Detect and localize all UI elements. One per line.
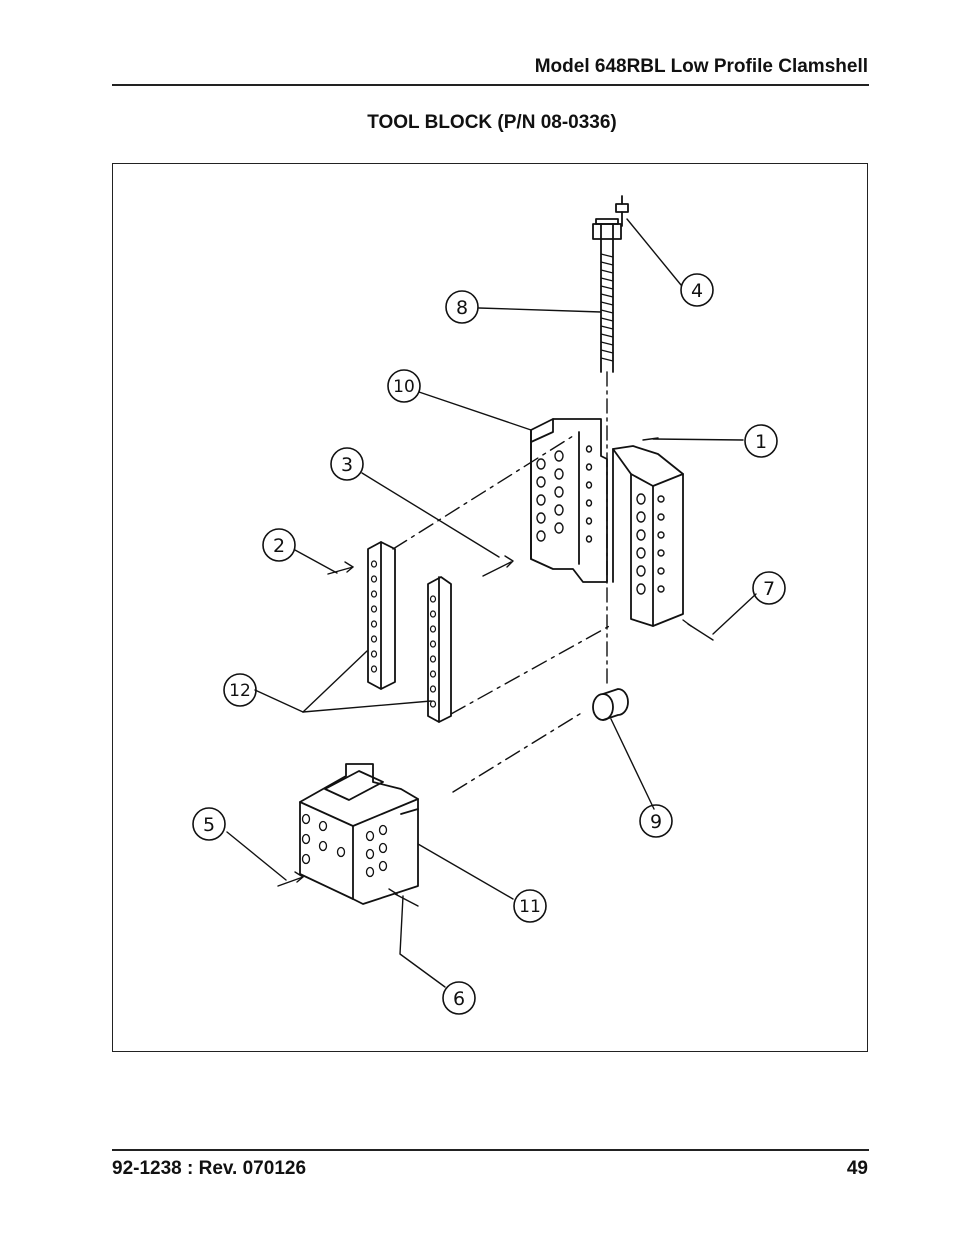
- header-rule: [112, 84, 869, 86]
- callout-label-8: 8: [456, 297, 468, 319]
- callout-label-12: 12: [229, 681, 251, 701]
- right-block-holes: [636, 493, 665, 595]
- callout-label-4: 4: [691, 280, 703, 302]
- document-revision: 92-1238 : Rev. 070126: [112, 1158, 307, 1179]
- callout-label-11: 11: [519, 897, 541, 917]
- document-header-title: Model 648RBL Low Profile Clamshell: [534, 56, 868, 77]
- bushing-part: [592, 688, 629, 721]
- page-number: 49: [846, 1158, 868, 1179]
- callout-label-1: 1: [755, 431, 767, 453]
- side-strips-part: [367, 541, 452, 723]
- exploded-view-frame: 8 4 10 1 3 2 7 12 9 11 5 6: [112, 163, 868, 1052]
- callout-label-2: 2: [273, 535, 285, 557]
- callout-label-3: 3: [341, 454, 353, 476]
- tool-block-exploded-diagram: 8 4 10 1 3 2 7 12 9 11 5 6: [192, 195, 786, 1015]
- callout-label-7: 7: [763, 578, 775, 600]
- top-screw-part: [615, 195, 629, 227]
- section-title: TOOL BLOCK (P/N 08-0336): [367, 112, 617, 133]
- callout-label-5: 5: [203, 814, 215, 836]
- footer-rule: [112, 1149, 869, 1151]
- callout-label-6: 6: [453, 988, 465, 1010]
- callout-label-9: 9: [650, 811, 662, 833]
- main-tool-block-part: [530, 418, 608, 583]
- callout-label-10: 10: [393, 377, 415, 397]
- right-tool-block-part: [612, 445, 684, 627]
- main-block-holes: [536, 445, 593, 543]
- lower-block-part: [299, 763, 419, 905]
- threaded-rod-part: [592, 218, 622, 373]
